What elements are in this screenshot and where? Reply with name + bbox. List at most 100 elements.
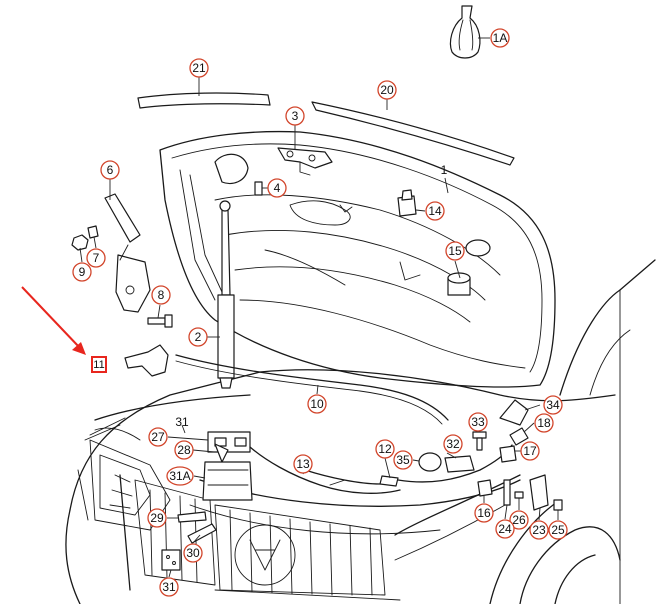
callout-28[interactable]: 28	[174, 440, 194, 460]
callout-bubble	[534, 413, 554, 433]
callout-number: 18	[537, 416, 551, 430]
callout-15[interactable]: 15	[445, 241, 465, 261]
callout-23[interactable]: 23	[529, 520, 549, 540]
part-14-buffer	[397, 189, 417, 217]
part-3-hood-lock	[277, 147, 333, 176]
callout-bubble	[72, 262, 92, 282]
callout-10[interactable]: 10	[307, 394, 327, 414]
part-18-grommet	[509, 427, 529, 446]
callout-number: 23	[532, 523, 546, 537]
car-body-outline	[65, 259, 656, 605]
callout-number: 21	[192, 61, 206, 75]
highlighted-part-label[interactable]: 11	[91, 356, 107, 373]
part-6-hinge	[104, 193, 151, 313]
part-32-bracket	[444, 455, 475, 473]
part-31-clip	[161, 549, 181, 571]
callout-29[interactable]: 29	[147, 508, 167, 528]
callout-bubble	[520, 441, 540, 461]
part-34-bracket	[499, 399, 529, 426]
part-21-seal	[137, 92, 271, 109]
callout-32[interactable]: 32	[443, 434, 463, 454]
callout-bubble	[548, 520, 568, 540]
callout-number: 6	[107, 163, 114, 177]
part-29-30-bolts	[177, 511, 217, 544]
part-20-seal-strip	[311, 101, 515, 166]
highlighted-part-number: 11	[93, 359, 104, 371]
callout-bubble	[468, 412, 488, 432]
callout-bubble	[443, 434, 463, 454]
callout-bubble	[100, 160, 120, 180]
callout-3[interactable]: 3	[285, 106, 305, 126]
callout-9[interactable]: 9	[72, 262, 92, 282]
callout-24[interactable]: 24	[495, 519, 515, 539]
callout-16[interactable]: 16	[474, 503, 494, 523]
callout-bubble	[151, 285, 171, 305]
callout-12[interactable]: 12	[375, 439, 395, 459]
callout-1a[interactable]: 1A	[490, 28, 510, 48]
callout-31[interactable]: 31	[159, 577, 179, 597]
callout-number: 34	[546, 398, 560, 412]
callout-number: 32	[446, 437, 460, 451]
callout-number: 29	[150, 511, 164, 525]
callout-number: 31	[162, 580, 176, 594]
callout-number: 2	[195, 330, 202, 344]
callout-bubble	[166, 466, 194, 486]
callout-14[interactable]: 14	[425, 201, 445, 221]
part-33-screw	[472, 431, 487, 451]
callout-27[interactable]: 27	[148, 427, 168, 447]
callout-20[interactable]: 20	[377, 80, 397, 100]
callout-31a[interactable]: 31A	[166, 466, 194, 486]
part-label-31[interactable]: 31	[175, 415, 189, 429]
part-1a-rubber-cap	[449, 5, 481, 59]
callout-35[interactable]: 35	[393, 450, 413, 470]
part-15-bump-stop	[447, 239, 491, 296]
part-27-28-lock-assembly	[202, 431, 401, 501]
part-8-bolt	[147, 314, 173, 328]
callout-bubble	[529, 520, 549, 540]
callout-bubble	[474, 503, 494, 523]
callout-7[interactable]: 7	[86, 248, 106, 268]
callout-6[interactable]: 6	[100, 160, 120, 180]
callout-bubble	[86, 248, 106, 268]
callout-33[interactable]: 33	[468, 412, 488, 432]
callout-bubble	[159, 577, 179, 597]
callout-number: 28	[177, 443, 191, 457]
callout-4[interactable]: 4	[267, 178, 287, 198]
callout-bubble	[377, 80, 397, 100]
callout-bubble	[425, 201, 445, 221]
callout-25[interactable]: 25	[548, 520, 568, 540]
callout-bubble	[509, 510, 529, 530]
callout-17[interactable]: 17	[520, 441, 540, 461]
callout-2[interactable]: 2	[188, 327, 208, 347]
callout-bubble	[495, 519, 515, 539]
callout-bubble	[307, 394, 327, 414]
callout-number: 12	[378, 442, 392, 456]
callout-bubble	[375, 439, 395, 459]
callout-number: 16	[477, 506, 491, 520]
callout-bubble	[188, 327, 208, 347]
callout-bubble	[267, 178, 287, 198]
callout-30[interactable]: 30	[183, 543, 203, 563]
callout-number: 7	[93, 251, 100, 265]
callout-bubble	[445, 241, 465, 261]
callout-26[interactable]: 26	[509, 510, 529, 530]
callout-18[interactable]: 18	[534, 413, 554, 433]
callout-bubble	[285, 106, 305, 126]
callout-number: 24	[498, 522, 512, 536]
part-23-25-bracket	[529, 474, 563, 511]
part-callouts: 1A 21 20 3 6 4 14 15 97 8 2 10 34 33 18 27 28 12 32 17 35 13 3…	[72, 28, 568, 597]
callout-21[interactable]: 21	[189, 58, 209, 78]
callout-bubble	[147, 508, 167, 528]
callout-number: 26	[512, 513, 526, 527]
callout-number: 14	[428, 204, 442, 218]
callout-13[interactable]: 13	[293, 454, 313, 474]
part-label-1[interactable]: 1	[441, 163, 448, 177]
callout-number: 9	[79, 265, 86, 279]
callout-bubble	[148, 427, 168, 447]
callout-8[interactable]: 8	[151, 285, 171, 305]
callout-bubble	[183, 543, 203, 563]
part-11-bracket	[124, 344, 169, 377]
callout-number: 3	[292, 109, 299, 123]
callout-34[interactable]: 34	[543, 395, 563, 415]
